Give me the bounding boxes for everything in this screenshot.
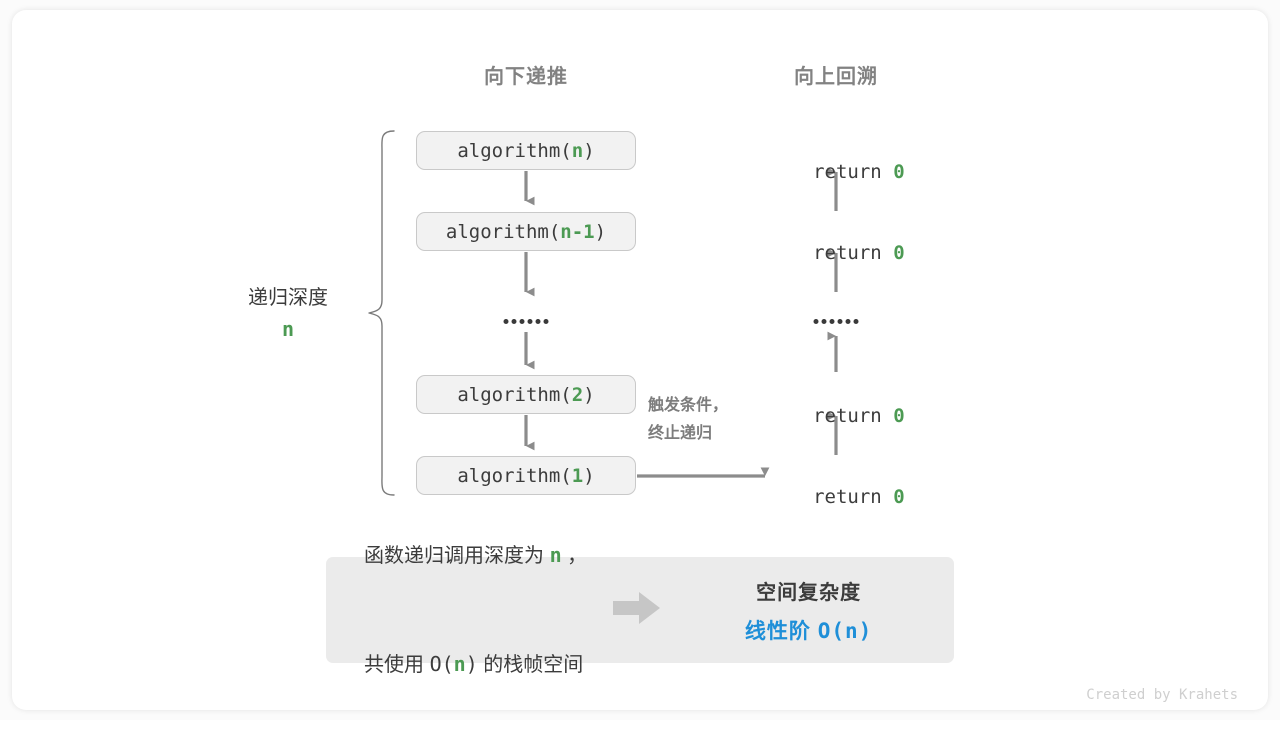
credit-text: Created by Krahets — [1086, 687, 1238, 703]
complexity-result: 空间复杂度 线性阶 O(n) — [681, 576, 936, 645]
return-keyword: return — [813, 242, 894, 264]
return-value: 0 — [893, 242, 905, 264]
return-keyword: return — [813, 161, 894, 183]
complexity-summary-panel: 函数递归调用深度为 n ， 共使用 O(n) 的栈帧空间 空间复杂度 线性阶 O… — [326, 543, 954, 676]
complexity-result-value: 线性阶 O(n) — [744, 618, 873, 643]
call-arg: 1 — [571, 464, 584, 487]
complexity-description: 函数递归调用深度为 n ， 共使用 O(n) 的栈帧空间 — [364, 465, 587, 755]
base-case-note-line1: 触发条件， — [648, 397, 729, 414]
return-statement: return 0 — [767, 464, 905, 530]
call-box[interactable]: algorithm(n) — [416, 131, 636, 170]
call-arg: n-1 — [560, 220, 595, 243]
base-case-note: 触发条件， 终止递归 — [648, 392, 728, 448]
complexity-result-title: 空间复杂度 — [756, 581, 862, 604]
recursion-depth-label: 递归深度 n — [248, 281, 328, 341]
recursion-depth-text: 递归深度 — [248, 287, 328, 309]
base-case-note-line2: 终止递归 — [648, 425, 713, 442]
call-name: algorithm( — [457, 383, 572, 406]
return-statement: return 0 — [767, 139, 905, 205]
call-paren: ) — [583, 139, 595, 162]
column-header-backtrack: 向上回溯 — [794, 66, 878, 88]
ellipsis-left — [503, 319, 549, 324]
return-value: 0 — [893, 486, 905, 508]
return-keyword: return — [813, 405, 894, 427]
column-header-recurse: 向下递推 — [484, 66, 568, 88]
call-box[interactable]: algorithm(1) — [416, 456, 636, 495]
call-name: algorithm( — [457, 464, 572, 487]
call-name: algorithm( — [445, 220, 561, 243]
call-paren: ) — [583, 383, 595, 406]
call-box[interactable]: algorithm(2) — [416, 375, 636, 414]
return-keyword: return — [813, 486, 894, 508]
recursion-depth-value: n — [281, 317, 295, 341]
return-value: 0 — [893, 405, 905, 427]
return-statement: return 0 — [767, 220, 905, 286]
call-arg: 2 — [571, 383, 584, 406]
complexity-description-line1: 函数递归调用深度为 n ， — [364, 543, 588, 567]
ellipsis-right — [813, 319, 859, 324]
call-box[interactable]: algorithm(n-1) — [416, 212, 636, 251]
complexity-description-line2: 共使用 O(n) 的栈帧空间 — [364, 652, 584, 676]
call-paren: ) — [583, 464, 595, 487]
call-arg: n — [571, 139, 584, 162]
call-name: algorithm( — [457, 139, 572, 162]
implies-arrow-icon — [613, 591, 661, 630]
diagram-canvas: 向下递推 向上回溯 递归深度 n algorithm(n) algorithm(… — [248, 66, 1238, 703]
return-value: 0 — [893, 161, 905, 183]
call-paren: ) — [594, 220, 607, 243]
return-statement: return 0 — [767, 383, 905, 449]
